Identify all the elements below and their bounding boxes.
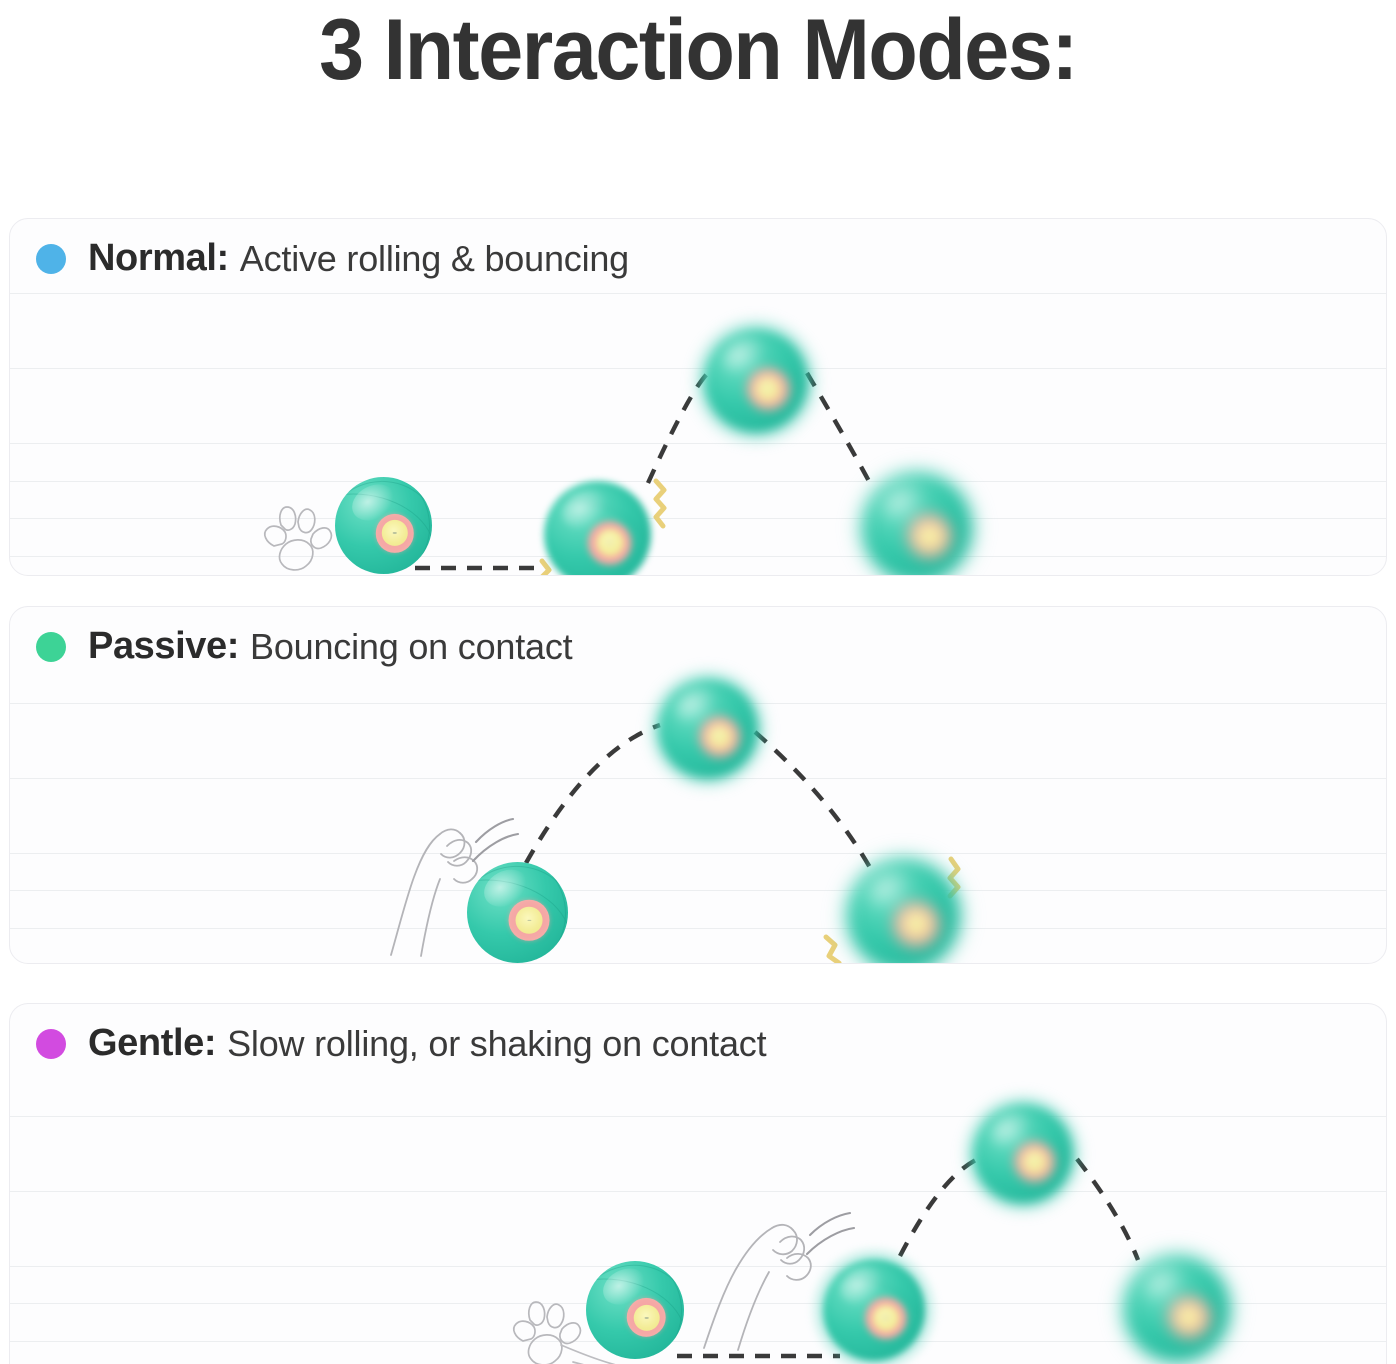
mode-description-gentle: Slow rolling, or shaking on contact [227,1022,767,1064]
scene-normal [10,219,1386,575]
scene-gentle-vectors [513,1153,1141,1364]
rolling-ball-normal [335,477,432,574]
mode-color-dot-gentle [36,1028,66,1059]
mode-card-passive: Passive: Bouncing on contact [9,606,1387,964]
dashed-arc-path-gentle-down [1075,1157,1141,1261]
scene-passive [10,607,1386,963]
mode-header-passive: Passive: Bouncing on contact [36,625,573,668]
mode-header-normal: Normal: Active rolling & bouncing [36,237,629,280]
mode-name-normal: Normal: [88,237,229,279]
mode-description-normal: Active rolling & bouncing [239,237,630,279]
motion-trail-gentle [560,1344,616,1364]
page-title: 3 Interaction Modes: [319,2,1078,98]
mode-card-gentle: Gentle: Slow rolling, or shaking on cont… [9,1003,1387,1364]
landing-ball-passive [833,845,974,963]
dashed-arc-path-passive-down [753,730,874,873]
cat-paw-leg-icon [703,1223,812,1351]
motion-arc-lines-gentle [805,1211,856,1256]
motion-arc-lines-passive [471,817,520,863]
landing-ball-gentle [1111,1243,1243,1364]
scene-passive-vectors [390,722,961,963]
dashed-arc-path-normal [645,366,715,484]
vibration-squiggle-normal-b [653,478,667,529]
airborne-ball-normal [690,315,822,447]
mode-name-passive: Passive: [88,625,240,667]
mode-color-dot-normal [36,243,66,274]
vibration-squiggle-passive-a [947,856,961,899]
airborne-ball-passive [645,666,771,792]
mode-header-gentle: Gentle: Slow rolling, or shaking on cont… [36,1022,767,1065]
cat-paw-leg-icon [390,828,479,957]
dashed-arc-path-gentle-up [898,1153,986,1258]
bouncing-ball-normal [544,481,651,575]
mode-description-passive: Bouncing on contact [250,625,573,667]
contact-ball-gentle [809,1245,939,1364]
vibration-squiggle-passive-b [823,934,842,963]
paw-print-icon [264,506,333,571]
dashed-arc-path-passive-up [524,722,661,865]
mode-name-gentle: Gentle: [88,1022,217,1064]
mode-card-normal: Normal: Active rolling & bouncing [9,218,1387,576]
scene-gentle [10,1004,1386,1364]
resting-ball-passive [467,862,568,963]
mode-color-dot-passive [36,631,66,662]
airborne-ball-gentle [960,1091,1086,1217]
paw-print-icon [513,1301,582,1364]
landing-ball-normal [848,459,986,575]
rolling-ball-gentle [586,1261,684,1359]
